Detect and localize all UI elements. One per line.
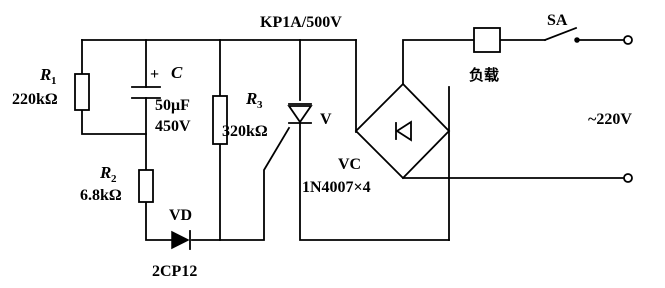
capacitor-value: 50μF: [155, 97, 190, 114]
diode-vd-triangle: [171, 230, 190, 250]
load-label: 负载: [469, 66, 499, 84]
bridge-diode-triangle: [395, 120, 412, 142]
r1-value: 220kΩ: [12, 91, 58, 108]
r2-bottom-wire: [145, 201, 173, 241]
wires: [81, 39, 628, 241]
resistor-r3: [212, 95, 228, 145]
capacitor-polarity: +: [150, 66, 159, 83]
diode-vd: [171, 230, 191, 250]
load-box: [473, 27, 501, 53]
r1-symbol: R: [39, 65, 51, 84]
bridge-top-wire: [402, 39, 475, 85]
bridge-name: VC: [338, 156, 361, 173]
diode-vd-model: 2CP12: [152, 263, 197, 280]
thyristor-v: [287, 103, 313, 124]
r3-subscript: 3: [257, 99, 263, 111]
resistor-r1: [74, 73, 90, 111]
scr-cathode-wire: [299, 123, 450, 241]
r3-value: 320kΩ: [222, 123, 268, 140]
switch-sa: [543, 26, 580, 43]
bridge-rectifier-vc: [354, 82, 451, 180]
r2-symbol: R: [99, 163, 111, 182]
capacitor-symbol: C: [171, 63, 183, 82]
diode-vd-name: VD: [169, 207, 192, 224]
r2-value: 6.8kΩ: [80, 187, 122, 204]
switch-contact: [574, 37, 580, 43]
r1-subscript: 1: [51, 75, 57, 87]
switch-blade: [543, 26, 578, 42]
thyristor-triangle: [287, 105, 313, 124]
r1-bottom-wire: [81, 109, 147, 135]
r3-symbol: R: [245, 89, 257, 108]
switch-label: SA: [547, 12, 568, 29]
gate-wire: [191, 126, 291, 241]
capacitor-voltage: 450V: [155, 118, 191, 135]
resistor-r2: [138, 169, 154, 203]
terminal-bottom: [623, 173, 633, 183]
supply-voltage-label: ~220V: [588, 111, 632, 128]
thyristor-rating: KP1A/500V: [260, 14, 342, 31]
r2-subscript: 2: [111, 173, 117, 185]
terminal-top: [623, 35, 633, 45]
capacitor-c: [131, 86, 161, 99]
thyristor-name: V: [320, 111, 332, 128]
bridge-model: 1N4007×4: [302, 179, 371, 196]
